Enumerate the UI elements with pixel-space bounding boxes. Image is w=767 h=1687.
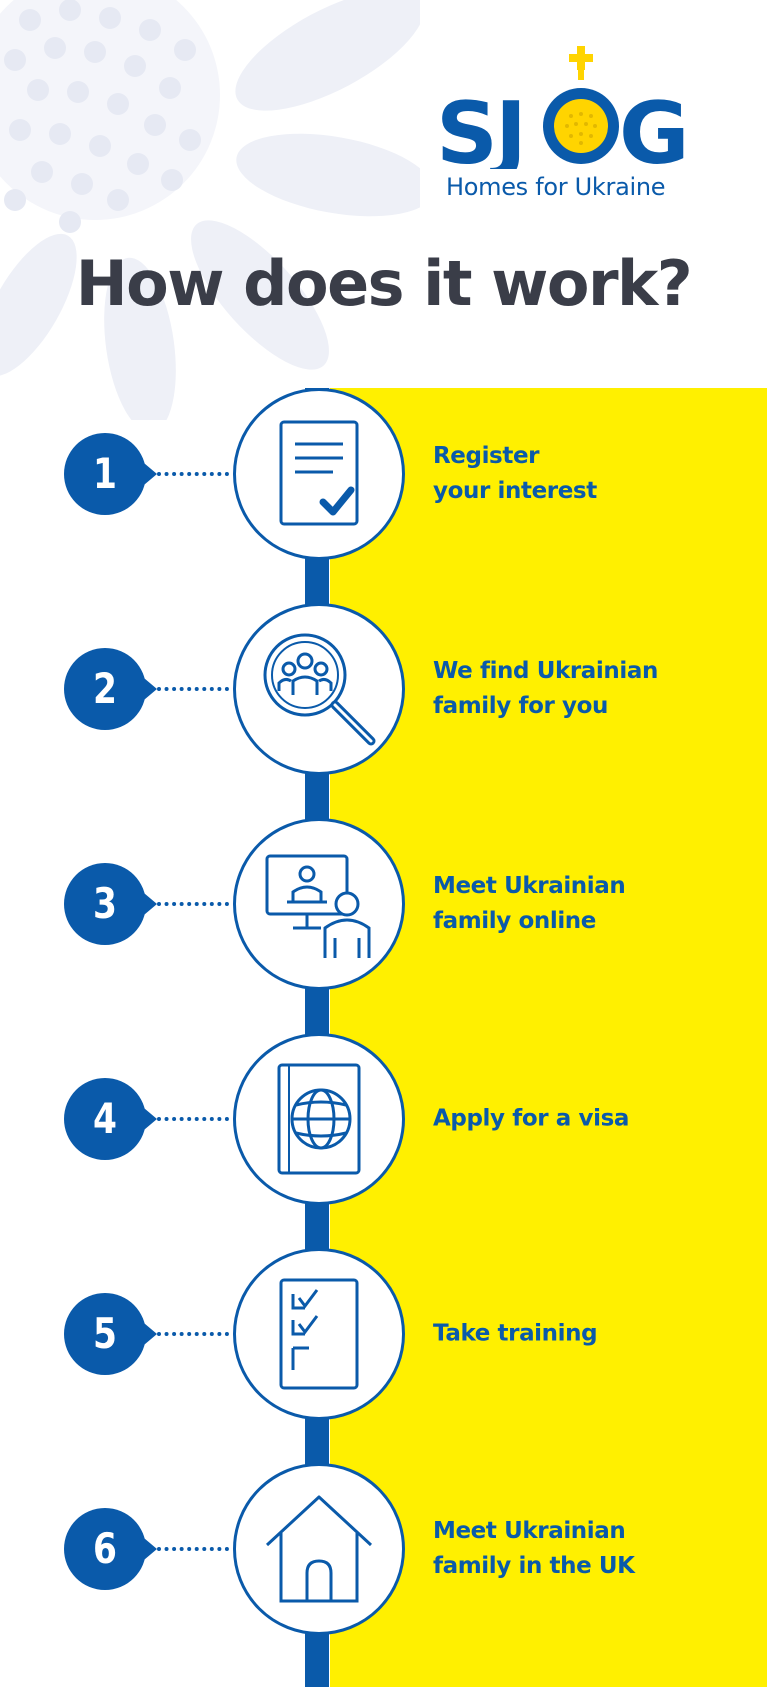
step-label: Apply for a visa xyxy=(433,1105,629,1132)
yellow-panel xyxy=(330,388,767,1687)
step-number: 6 xyxy=(93,1524,117,1573)
sunflower-decoration-icon xyxy=(0,0,420,420)
step-icon-circle xyxy=(233,1033,405,1205)
step-label: Take training xyxy=(433,1320,598,1347)
dotted-connector xyxy=(157,687,229,691)
step-number-badge: 5 xyxy=(64,1293,157,1375)
step-number: 5 xyxy=(93,1309,117,1358)
step-number: 3 xyxy=(93,879,117,928)
step-number-badge: 3 xyxy=(64,863,157,945)
step-icon-circle xyxy=(233,1463,405,1635)
sjog-logo: SJ G Homes for Ukraine xyxy=(440,44,710,204)
step-4: 4 Apply for a visa xyxy=(0,1033,767,1205)
document-check-icon xyxy=(279,420,359,526)
sunflower-o-icon xyxy=(543,88,619,164)
sjog-wordmark: SJ G xyxy=(440,46,690,169)
step-icon-circle xyxy=(233,388,405,560)
step-number-badge: 1 xyxy=(64,433,157,515)
step-icon-circle xyxy=(233,603,405,775)
house-icon xyxy=(265,1495,373,1603)
dotted-connector xyxy=(157,1117,229,1121)
step-number-badge: 4 xyxy=(64,1078,157,1160)
step-icon-circle xyxy=(233,818,405,990)
svg-text:G: G xyxy=(619,84,690,169)
step-number: 2 xyxy=(93,664,117,713)
step-5: 5 Take training xyxy=(0,1248,767,1420)
dotted-connector xyxy=(157,1547,229,1551)
svg-text:SJ: SJ xyxy=(440,84,524,169)
cross-icon xyxy=(569,46,593,80)
step-icon-circle xyxy=(233,1248,405,1420)
page-heading: How does it work? xyxy=(75,247,693,320)
dotted-connector xyxy=(157,902,229,906)
logo-caption: Homes for Ukraine xyxy=(446,173,666,201)
step-number-badge: 2 xyxy=(64,648,157,730)
video-meeting-icon xyxy=(265,854,371,958)
step-number-badge: 6 xyxy=(64,1508,157,1590)
dotted-connector xyxy=(157,1332,229,1336)
dotted-connector xyxy=(157,472,229,476)
step-number: 1 xyxy=(93,449,117,498)
checklist-icon xyxy=(279,1278,359,1390)
passport-icon xyxy=(277,1063,361,1175)
step-number: 4 xyxy=(93,1094,117,1143)
people-search-icon xyxy=(263,633,376,746)
